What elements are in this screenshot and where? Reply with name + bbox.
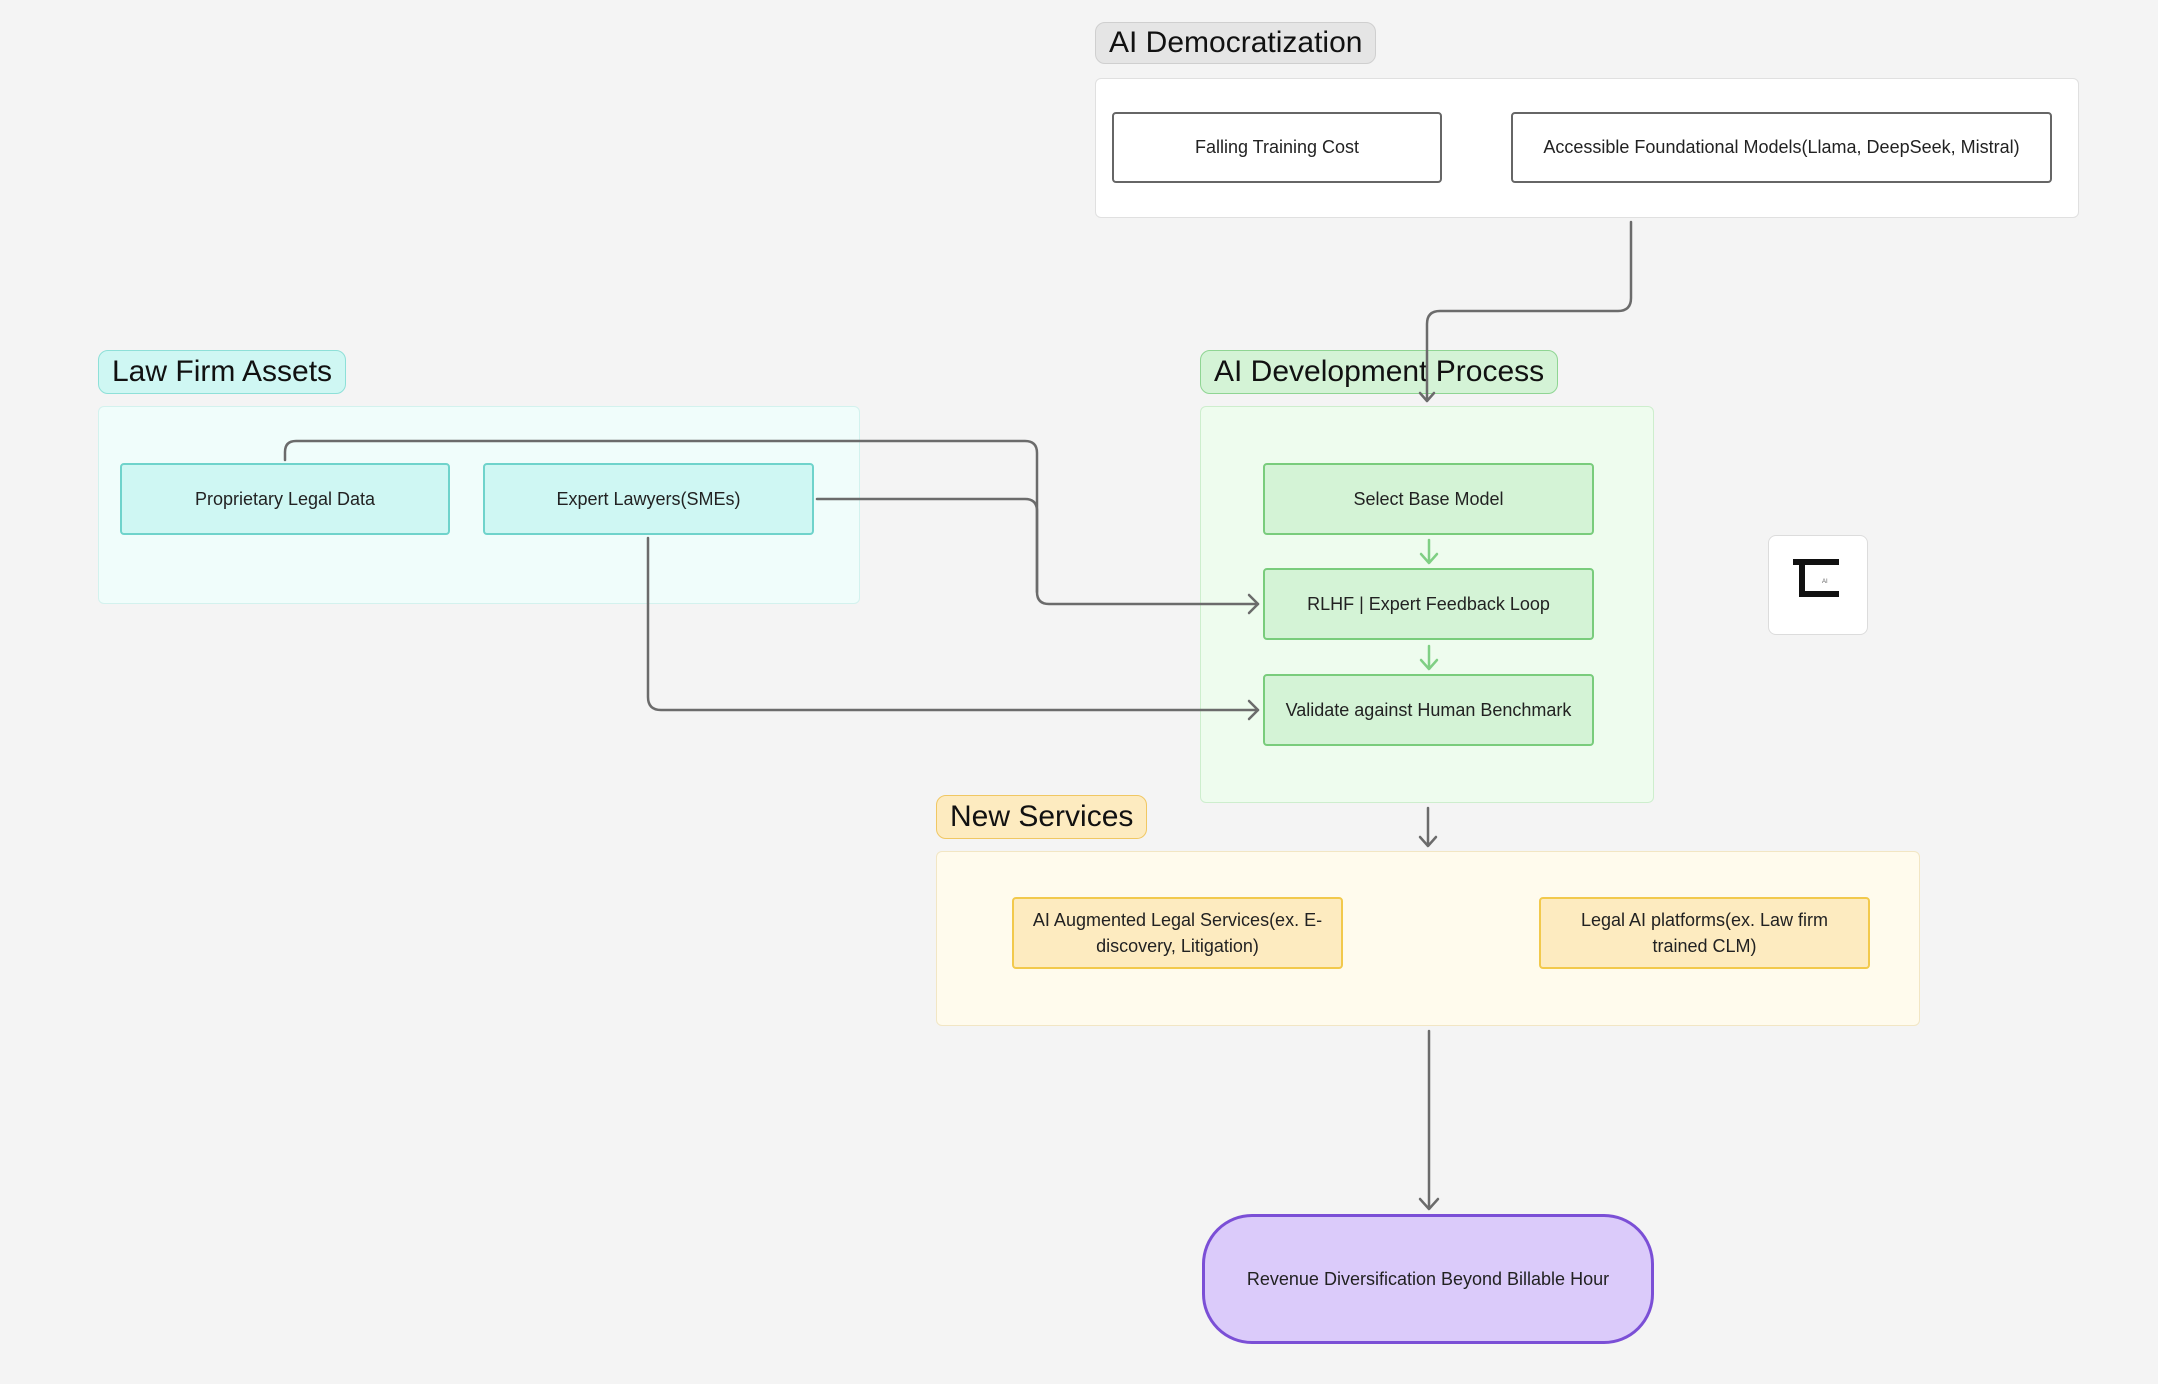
- validate-human-benchmark-node[interactable]: Validate against Human Benchmark: [1263, 674, 1594, 746]
- ai-augmented-legal-services-node[interactable]: AI Augmented Legal Services(ex. E-discov…: [1012, 897, 1343, 969]
- tc-logo-icon: AI: [1793, 559, 1839, 597]
- arrowhead-services: [1418, 835, 1438, 848]
- arrowhead-development-top: [1418, 391, 1436, 403]
- revenue-diversification-node[interactable]: Revenue Diversification Beyond Billable …: [1202, 1214, 1654, 1344]
- ai-democratization-title: AI Democratization: [1095, 22, 1377, 64]
- falling-training-cost-node[interactable]: Falling Training Cost: [1112, 112, 1442, 183]
- law-firm-assets-title: Law Firm Assets: [98, 350, 347, 394]
- logo-subtext: AI: [1822, 579, 1828, 585]
- select-base-model-node[interactable]: Select Base Model: [1263, 463, 1594, 535]
- foundational-models-node[interactable]: Accessible Foundational Models(Llama, De…: [1511, 112, 2052, 183]
- rlhf-feedback-loop-node[interactable]: RLHF | Expert Feedback Loop: [1263, 568, 1594, 640]
- proprietary-legal-data-node[interactable]: Proprietary Legal Data: [120, 463, 450, 535]
- ai-development-process-title: AI Development Process: [1200, 350, 1559, 394]
- logo-card: AI: [1768, 535, 1868, 635]
- legal-ai-platforms-node[interactable]: Legal AI platforms(ex. Law firm trained …: [1539, 897, 1870, 969]
- arrowhead-outcome: [1418, 1197, 1440, 1211]
- new-services-title: New Services: [936, 795, 1148, 839]
- expert-lawyers-node[interactable]: Expert Lawyers(SMEs): [483, 463, 814, 535]
